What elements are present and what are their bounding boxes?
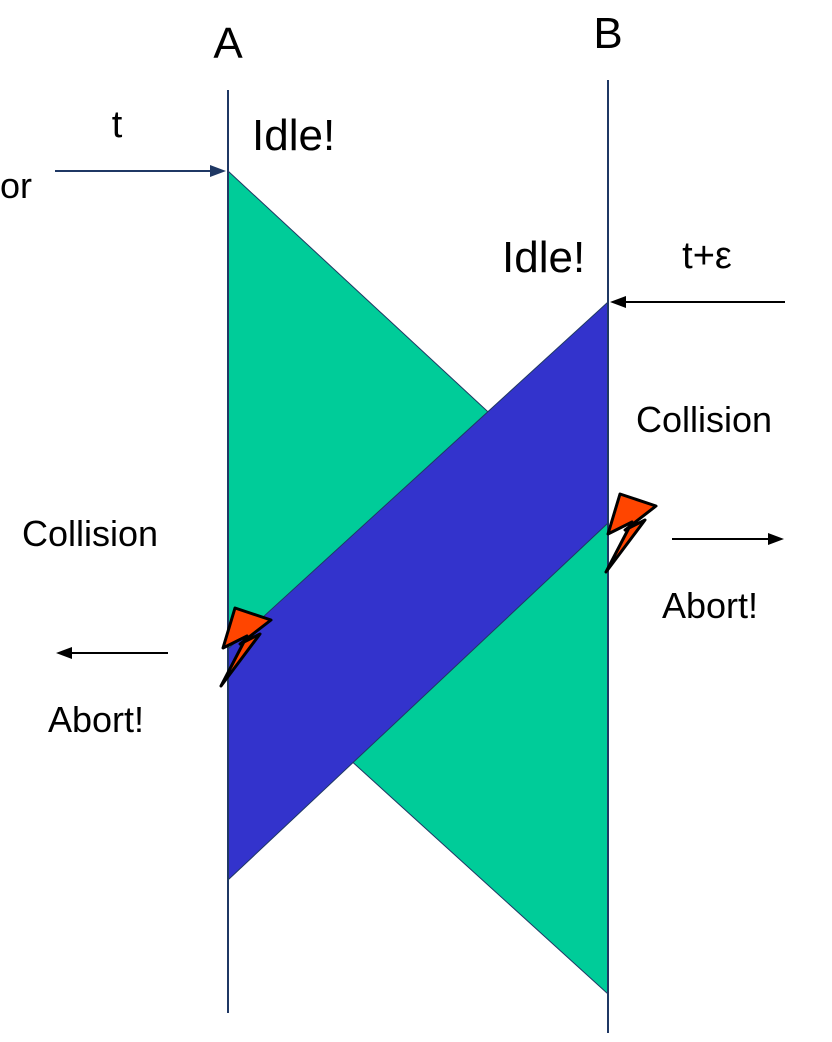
b-start-arrow xyxy=(610,296,785,308)
a-left-label: or xyxy=(0,165,32,206)
b-collision-label: Collision xyxy=(636,399,772,440)
a-abort-arrow xyxy=(56,647,168,659)
station-b-label: B xyxy=(593,9,622,58)
collision-spark-icon xyxy=(219,606,273,688)
station-a-label: A xyxy=(213,19,243,68)
a-abort-label: Abort! xyxy=(48,699,144,740)
a-collision-label: Collision xyxy=(22,513,158,554)
collision-spark-icon xyxy=(604,492,658,574)
b-abort-arrow xyxy=(672,533,784,545)
a-idle-label: Idle! xyxy=(252,111,335,160)
b-start-time-label: t+ε xyxy=(682,235,732,277)
b-abort-label: Abort! xyxy=(662,585,758,626)
a-start-time-label: t xyxy=(112,104,123,146)
b-idle-label: Idle! xyxy=(502,233,585,282)
a-start-arrow xyxy=(55,165,226,177)
